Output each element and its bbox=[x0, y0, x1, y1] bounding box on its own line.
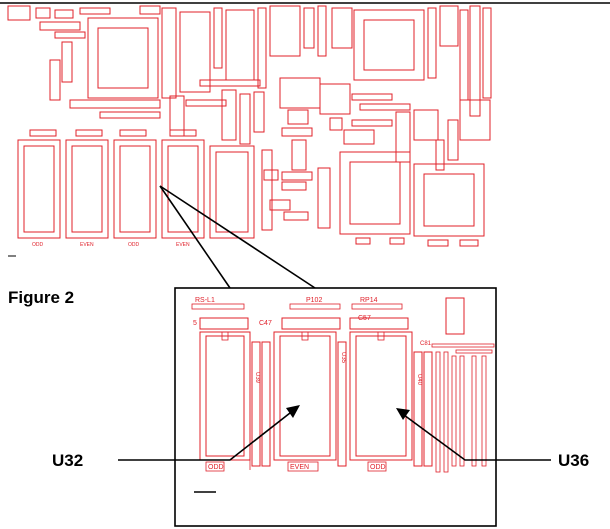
zoom-line-left bbox=[159, 185, 231, 289]
silk-top-mid: P102 bbox=[306, 297, 322, 304]
arrowhead-u32 bbox=[286, 405, 300, 418]
silk-cap-mid: C47 bbox=[259, 320, 272, 327]
silk-bottom-mid: EVEN bbox=[290, 464, 309, 471]
silk-chip-right-ref: U40 bbox=[416, 374, 422, 386]
callout-u32-label: U32 bbox=[52, 451, 83, 470]
zoom-inset: RS-L1 P102 RP14 5 C47 C57 C81 U39 U35 bbox=[191, 297, 495, 493]
silk-top-left: RS-L1 bbox=[195, 297, 215, 304]
socket-label: ODD bbox=[128, 242, 140, 248]
silk-left-tag: 5 bbox=[193, 320, 197, 327]
callout-u36-leader bbox=[403, 414, 551, 461]
arrowhead-u36 bbox=[396, 408, 410, 420]
zoom-line-right bbox=[159, 185, 316, 289]
figure-label: Figure 2 bbox=[8, 288, 74, 307]
socket-label: EVEN bbox=[176, 242, 190, 248]
socket-label: EVEN bbox=[80, 242, 94, 248]
silk-right-tag: C81 bbox=[420, 341, 432, 347]
silk-bottom-right: ODD bbox=[370, 464, 386, 471]
callout-u32-leader bbox=[118, 412, 291, 461]
silk-top-right: RP14 bbox=[360, 297, 378, 304]
silk-bottom-left: ODD bbox=[208, 464, 224, 471]
silk-chip-mid-ref: U35 bbox=[340, 352, 346, 364]
callout-u36-label: U36 bbox=[558, 451, 589, 470]
socket-label: ODD bbox=[32, 242, 44, 248]
board-overview: ODD EVEN ODD EVEN bbox=[7, 5, 492, 257]
silk-chip-left-ref: U39 bbox=[254, 372, 260, 384]
